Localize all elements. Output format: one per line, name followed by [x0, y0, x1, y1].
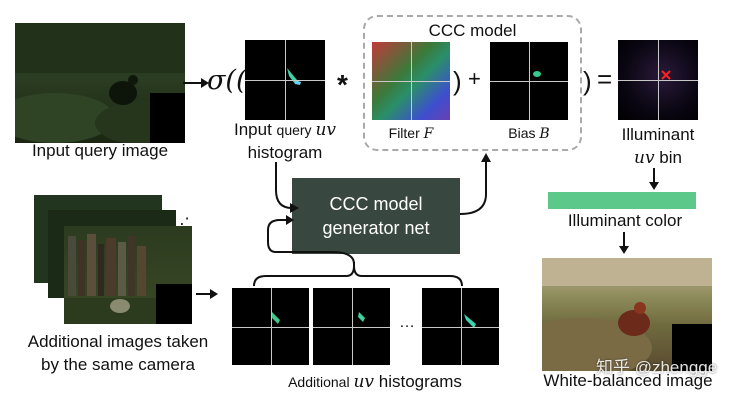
rooster-balanced-graphic	[542, 258, 712, 371]
bias-label: Bias B	[508, 125, 550, 142]
histogram-blob	[358, 312, 365, 322]
illuminant-label: Illuminant	[621, 125, 695, 144]
illuminant-peak-marker	[661, 70, 671, 80]
bias-blob	[533, 71, 541, 77]
arrow-hist-to-generator	[275, 162, 299, 213]
histogram-ellipsis: …	[399, 314, 415, 331]
arrow-right-icon-2	[196, 289, 218, 299]
watermark: 知乎 @zhengge	[596, 358, 718, 377]
additional-histogram-2	[313, 288, 390, 365]
white-balanced-image	[542, 258, 712, 371]
additional-images-label-2: by the same camera	[40, 355, 195, 374]
additional-histograms-label: Additional uv histograms	[288, 372, 462, 392]
illuminant-uv-bin-label: uv bin	[634, 148, 682, 168]
rooster-photo-graphic	[15, 23, 185, 143]
input-query-image	[15, 23, 185, 143]
arrow-brace-up	[267, 215, 355, 266]
generator-net-label-2: generator net	[322, 218, 430, 238]
illuminant-color-label: Illuminant color	[567, 211, 683, 230]
sigma-symbol: σ((	[207, 65, 247, 96]
additional-histogram-3	[422, 288, 499, 365]
histogram-blob	[287, 68, 301, 85]
histogram-blob	[272, 312, 280, 324]
equals-symbol: =	[597, 64, 613, 94]
plus-symbol: +	[468, 66, 481, 91]
arrow-right-icon	[183, 78, 209, 88]
generator-net-box: CCC model generator net	[292, 178, 460, 254]
input-uv-histogram-label-2: histogram	[247, 143, 323, 162]
histogram-blob	[464, 314, 476, 328]
ccc-model-box	[363, 15, 582, 151]
generator-net-label: CCC model	[329, 194, 423, 214]
ccc-model-title: CCC model	[428, 21, 517, 40]
filter-image	[372, 42, 450, 120]
additional-histogram-1	[232, 288, 309, 365]
filter-label: Filter F	[388, 125, 434, 142]
illuminant-uv-bin	[618, 40, 698, 120]
arrow-down-icon-2	[619, 232, 629, 254]
arrow-down-icon	[649, 168, 659, 190]
bias-histogram	[490, 42, 568, 120]
input-uv-histogram	[245, 40, 325, 120]
additional-image-front	[64, 226, 192, 324]
additional-images-label: Additional images taken	[27, 332, 209, 351]
illuminant-color-bar	[548, 192, 696, 209]
white-balanced-label: White-balanced image	[543, 371, 713, 390]
input-query-image-label: Input query image	[31, 141, 169, 160]
close-paren-2: )	[583, 66, 592, 96]
convolution-symbol: *	[337, 69, 348, 100]
bookshelf-graphic	[64, 234, 192, 324]
close-paren-1: )	[453, 66, 462, 96]
arrow-generator-to-model	[459, 153, 491, 215]
input-uv-histogram-label: Input query uv	[233, 120, 337, 140]
